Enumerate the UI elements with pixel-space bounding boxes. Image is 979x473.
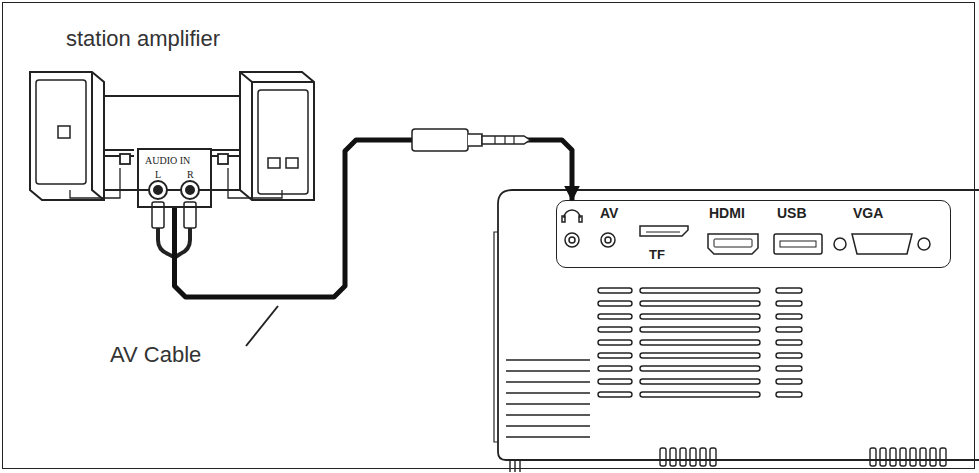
projector-feet — [510, 460, 520, 472]
port-label: VGA — [853, 205, 883, 221]
vent-slot — [776, 353, 802, 358]
panel-label: R — [187, 169, 194, 180]
cable-label: AV Cable — [110, 342, 201, 368]
vent-slot — [598, 392, 632, 397]
jack-plug — [412, 129, 530, 151]
foot-fin — [670, 448, 676, 466]
vent-slot — [640, 340, 760, 345]
grille-line — [506, 403, 590, 404]
port-label: USB — [777, 205, 807, 221]
foot-fin — [940, 448, 946, 466]
grille-line — [506, 392, 590, 393]
vent-slots — [506, 288, 946, 466]
vent-slot — [776, 340, 802, 345]
vent-slot — [598, 288, 632, 293]
vent-slot — [640, 379, 760, 384]
amplifier-body — [70, 96, 282, 198]
vent-slot — [640, 327, 760, 332]
foot-fin — [890, 448, 896, 466]
vent-slot — [598, 353, 632, 358]
grille-line — [506, 370, 590, 371]
vent-slot — [598, 379, 632, 384]
foot-fin — [930, 448, 936, 466]
foot-fin — [910, 448, 916, 466]
vent-slot — [598, 314, 632, 319]
panel-label: L — [155, 169, 161, 180]
vent-slot — [776, 314, 802, 319]
vent-slot — [640, 288, 760, 293]
grille-line — [506, 359, 590, 360]
foot-fin — [660, 448, 666, 466]
vent-slot — [776, 327, 802, 332]
vent-slot — [640, 392, 760, 397]
vent-slot — [598, 340, 632, 345]
vent-slot — [640, 366, 760, 371]
foot-fin — [900, 448, 906, 466]
foot-fin — [870, 448, 876, 466]
vent-slot — [598, 301, 632, 306]
foot-fin — [700, 448, 706, 466]
speaker-left — [30, 72, 104, 200]
foot-fin — [690, 448, 696, 466]
panel-label: AUDIO IN — [145, 155, 190, 166]
vent-slot — [776, 366, 802, 371]
port-label: AV — [600, 205, 618, 221]
projector-body — [494, 190, 979, 460]
foot-fin — [710, 448, 716, 466]
vent-slot — [598, 327, 632, 332]
leader-line — [246, 306, 278, 346]
vent-slot — [640, 301, 760, 306]
grille-line — [506, 436, 590, 437]
foot-fin — [920, 448, 926, 466]
grille-line — [506, 414, 590, 415]
foot-fin — [880, 448, 886, 466]
device-label: station amplifier — [66, 26, 220, 52]
grille-line — [506, 425, 590, 426]
foot-fin — [680, 448, 686, 466]
vent-slot — [598, 366, 632, 371]
vent-slot — [776, 288, 802, 293]
vent-slot — [776, 301, 802, 306]
av-cable — [175, 140, 573, 297]
port-label: HDMI — [709, 205, 745, 221]
rca-jacks — [149, 181, 199, 199]
port-label: TF — [649, 247, 665, 262]
port-panel: AV TF HDMI USB VGA — [556, 200, 951, 268]
vent-slot — [776, 392, 802, 397]
vent-slot — [776, 379, 802, 384]
audio-input-panel: AUDIO IN L R — [137, 148, 212, 208]
speaker-right — [240, 72, 314, 200]
grille-line — [506, 381, 590, 382]
vent-slot — [640, 314, 760, 319]
vent-slot — [640, 353, 760, 358]
